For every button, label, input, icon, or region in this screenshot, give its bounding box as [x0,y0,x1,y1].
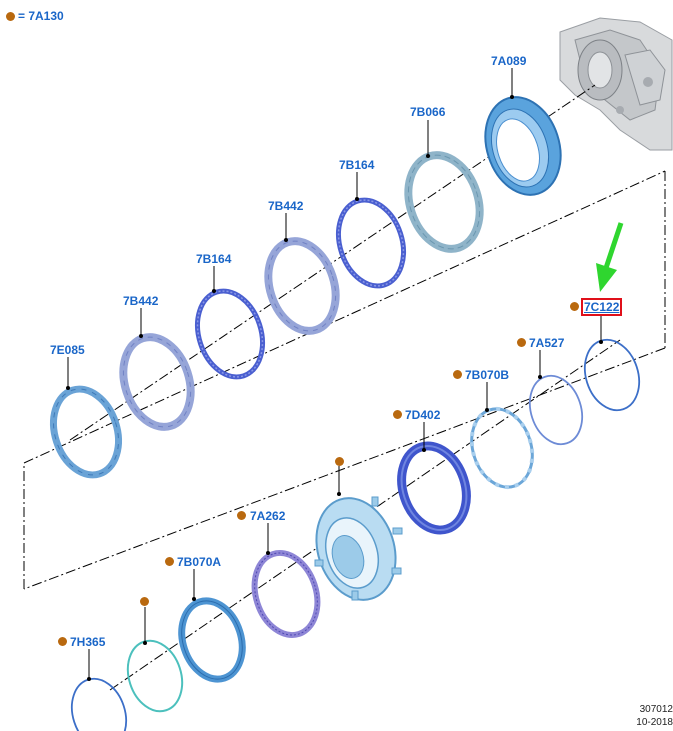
label-7B164-upper[interactable]: 7B164 [339,158,375,172]
part-center-hub[interactable] [304,488,408,610]
label-7C122-highlighted[interactable]: 7C122 [581,298,623,316]
label-7B070A[interactable]: 7B070A [177,555,222,569]
dot-7D402-icon [393,410,402,419]
leader-lines [67,68,602,679]
label-7D402[interactable]: 7D402 [405,408,441,422]
dot-seal-icon [140,597,149,606]
part-7B164-lower[interactable] [187,283,273,386]
part-7A262[interactable] [244,545,327,643]
dot-7B070B-icon [453,370,462,379]
dot-center-hub-icon [335,457,344,466]
part-7D402[interactable] [391,438,477,539]
label-7A262[interactable]: 7A262 [250,509,286,523]
label-7B164-lower[interactable]: 7B164 [196,252,232,266]
part-7B442-lower[interactable] [112,328,201,435]
part-7A089[interactable] [473,87,572,204]
dot-7B070A-icon [165,557,174,566]
part-7E085[interactable] [43,381,129,484]
part-7B164-upper[interactable] [328,192,414,295]
label-7A527[interactable]: 7A527 [529,336,565,350]
label-7B070B[interactable]: 7B070B [465,368,510,382]
part-7B066[interactable] [397,146,491,258]
label-7B442-upper[interactable]: 7B442 [268,199,304,213]
part-7A527[interactable] [521,369,590,451]
reference-date: 10-2018 [636,717,673,728]
transmission-housing [559,17,673,151]
label-7B066[interactable]: 7B066 [410,105,446,119]
label-7A089[interactable]: 7A089 [491,54,527,68]
label-7E085[interactable]: 7E085 [50,343,85,357]
dot-7H365-icon [58,637,67,646]
part-7B070B[interactable] [462,401,542,495]
part-7B442-upper[interactable] [257,232,346,339]
legend: = 7A130 [6,9,64,23]
assembly-boundary [23,170,666,590]
leader-ends [66,95,603,681]
label-7H365[interactable]: 7H365 [70,635,106,649]
part-7B070A[interactable] [172,593,252,687]
dot-7A262-icon [237,511,246,520]
green-arrow-icon [596,222,624,292]
callout-dot-icon [570,302,579,311]
legend-text: = 7A130 [18,9,64,23]
reference-number: 307012 [639,704,673,715]
legend-dot-icon [6,11,15,21]
label-7B442-lower[interactable]: 7B442 [123,294,159,308]
dot-7A527-icon [517,338,526,347]
part-7H365[interactable] [63,672,135,731]
